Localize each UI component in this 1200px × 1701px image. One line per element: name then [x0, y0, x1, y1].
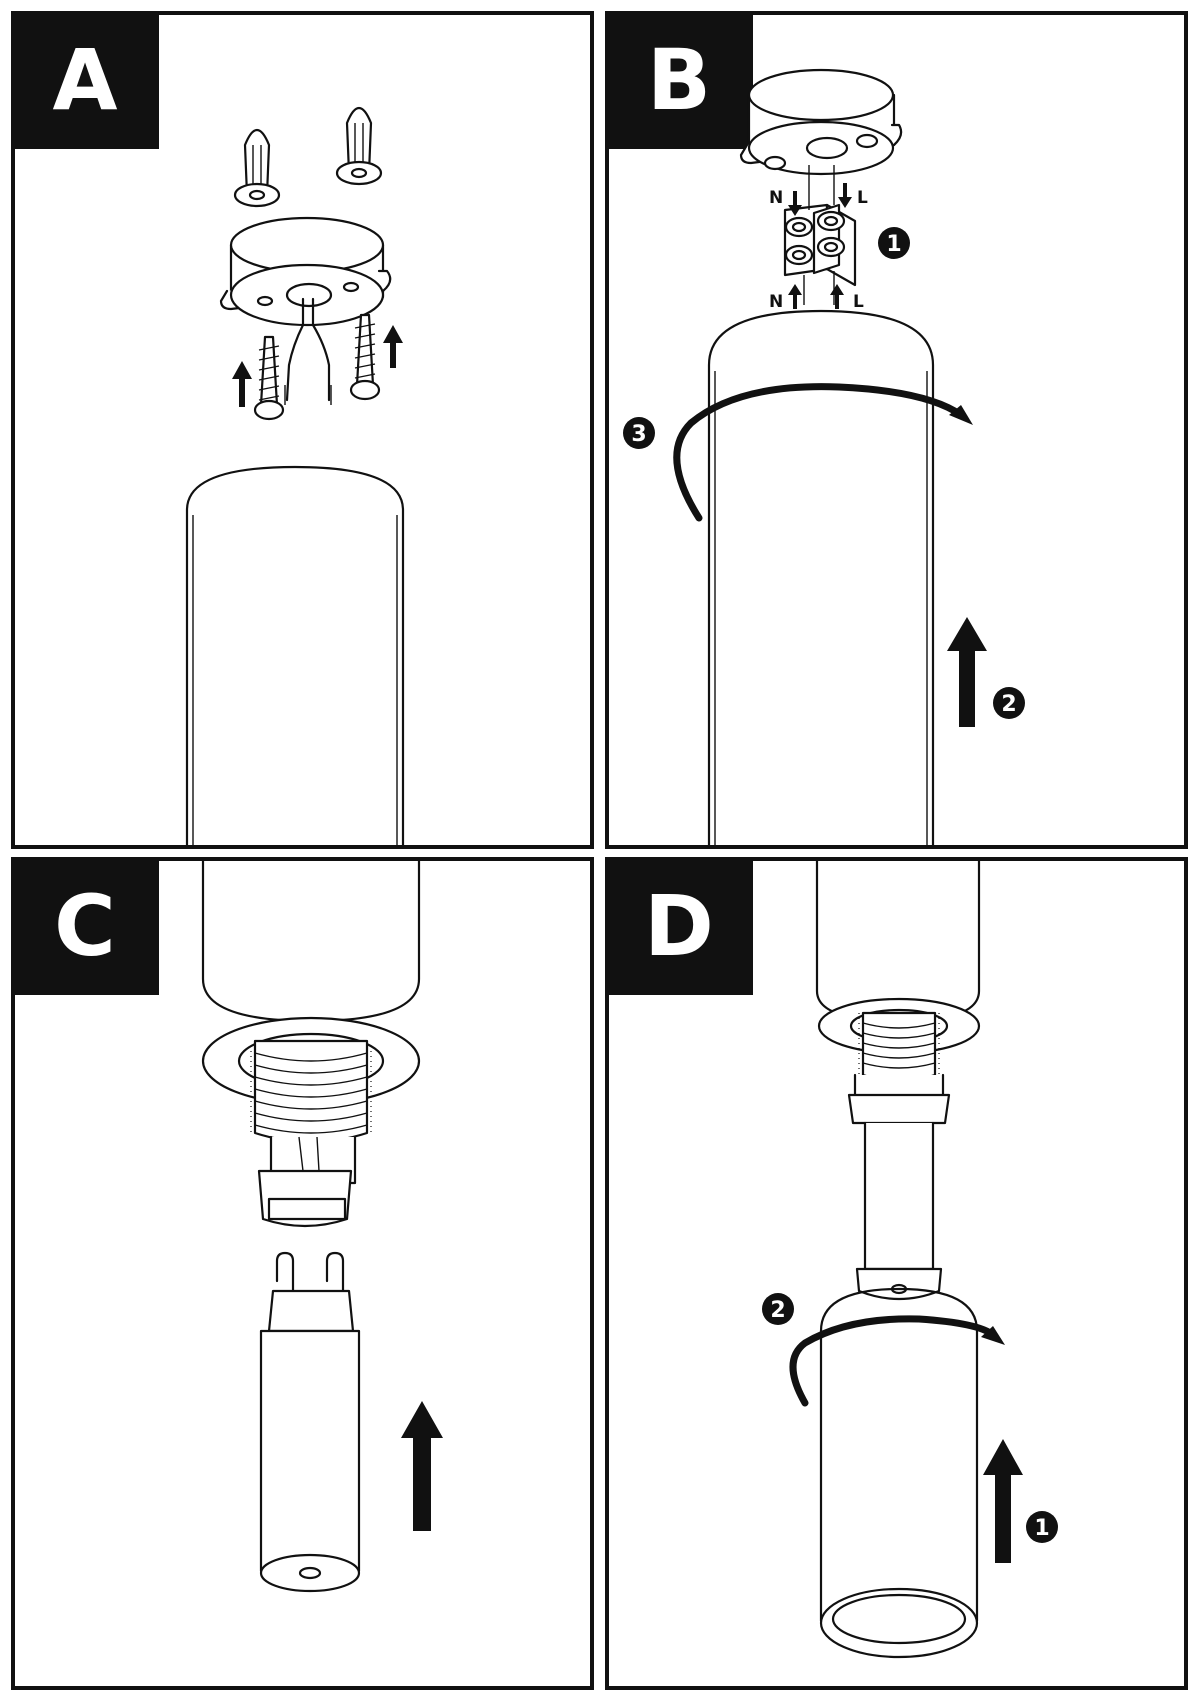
threaded-socket-icon — [250, 1039, 372, 1228]
bulb-insertion-illustration — [201, 861, 443, 1593]
arrow-l-in-icon — [838, 183, 852, 208]
wire-label-live-bottom: L — [853, 292, 864, 312]
threaded-socket-icon — [847, 1011, 951, 1125]
panel-label-b: B — [609, 15, 753, 149]
step-badge-3 — [623, 417, 655, 449]
mounting-base-illustration — [185, 106, 405, 845]
rotate-arrow-icon — [673, 383, 965, 522]
arrow-n-out-icon — [788, 284, 802, 309]
step-badge-1 — [1026, 1511, 1058, 1543]
wire-right-icon — [311, 297, 331, 402]
step-badge-1 — [878, 227, 910, 259]
terminal-block-icon — [783, 165, 857, 305]
up-arrow-left-icon — [232, 361, 252, 407]
lamp-cylinder-icon — [707, 309, 935, 845]
step-badge-3-number: 3 — [631, 422, 646, 447]
panel-label-a: A — [15, 15, 159, 149]
g9-bulb-icon — [259, 1251, 361, 1593]
lamp-shade-icon — [819, 1287, 979, 1659]
up-arrow-icon — [983, 1439, 1023, 1563]
step-badge-2 — [993, 687, 1025, 719]
arrow-n-in-icon — [788, 191, 802, 216]
lamp-cylinder-icon — [185, 465, 405, 845]
screw-left-icon — [253, 335, 285, 421]
arrow-l-out-icon — [830, 284, 844, 309]
wire-label-neutral-bottom: N — [769, 292, 783, 312]
up-arrow-icon — [947, 617, 987, 727]
wire-label-neutral-top: N — [769, 188, 783, 208]
step-badge-1-number: 1 — [886, 232, 901, 257]
step-badge-1-number: 1 — [1034, 1516, 1049, 1541]
step-badge-2 — [762, 1293, 794, 1325]
up-arrow-right-icon — [383, 325, 403, 368]
step-panel-d: D — [605, 857, 1188, 1690]
up-arrow-icon — [401, 1401, 443, 1531]
step-badge-2-number: 2 — [1001, 692, 1016, 717]
step-panel-b: B — [605, 11, 1188, 849]
rotate-arrow-icon — [789, 1315, 997, 1407]
panel-label-d: D — [609, 861, 753, 995]
shade-attachment-illustration: 2 1 — [762, 861, 1058, 1659]
wire-label-live-top: L — [857, 188, 868, 208]
wall-plug-left-icon — [233, 128, 281, 208]
wiring-illustration: N L N L 1 3 2 — [623, 68, 1025, 845]
bulb-body-icon — [855, 1121, 943, 1301]
step-panel-c: C — [11, 857, 594, 1690]
ceiling-base-icon — [219, 216, 392, 327]
step-panel-a: A — [11, 11, 594, 849]
wall-plug-right-icon — [335, 106, 383, 186]
panel-label-c: C — [15, 861, 159, 995]
wire-left-icon — [285, 297, 305, 402]
ceiling-base-icon — [739, 68, 903, 176]
step-badge-2-number: 2 — [770, 1298, 785, 1323]
screw-right-icon — [349, 313, 381, 401]
